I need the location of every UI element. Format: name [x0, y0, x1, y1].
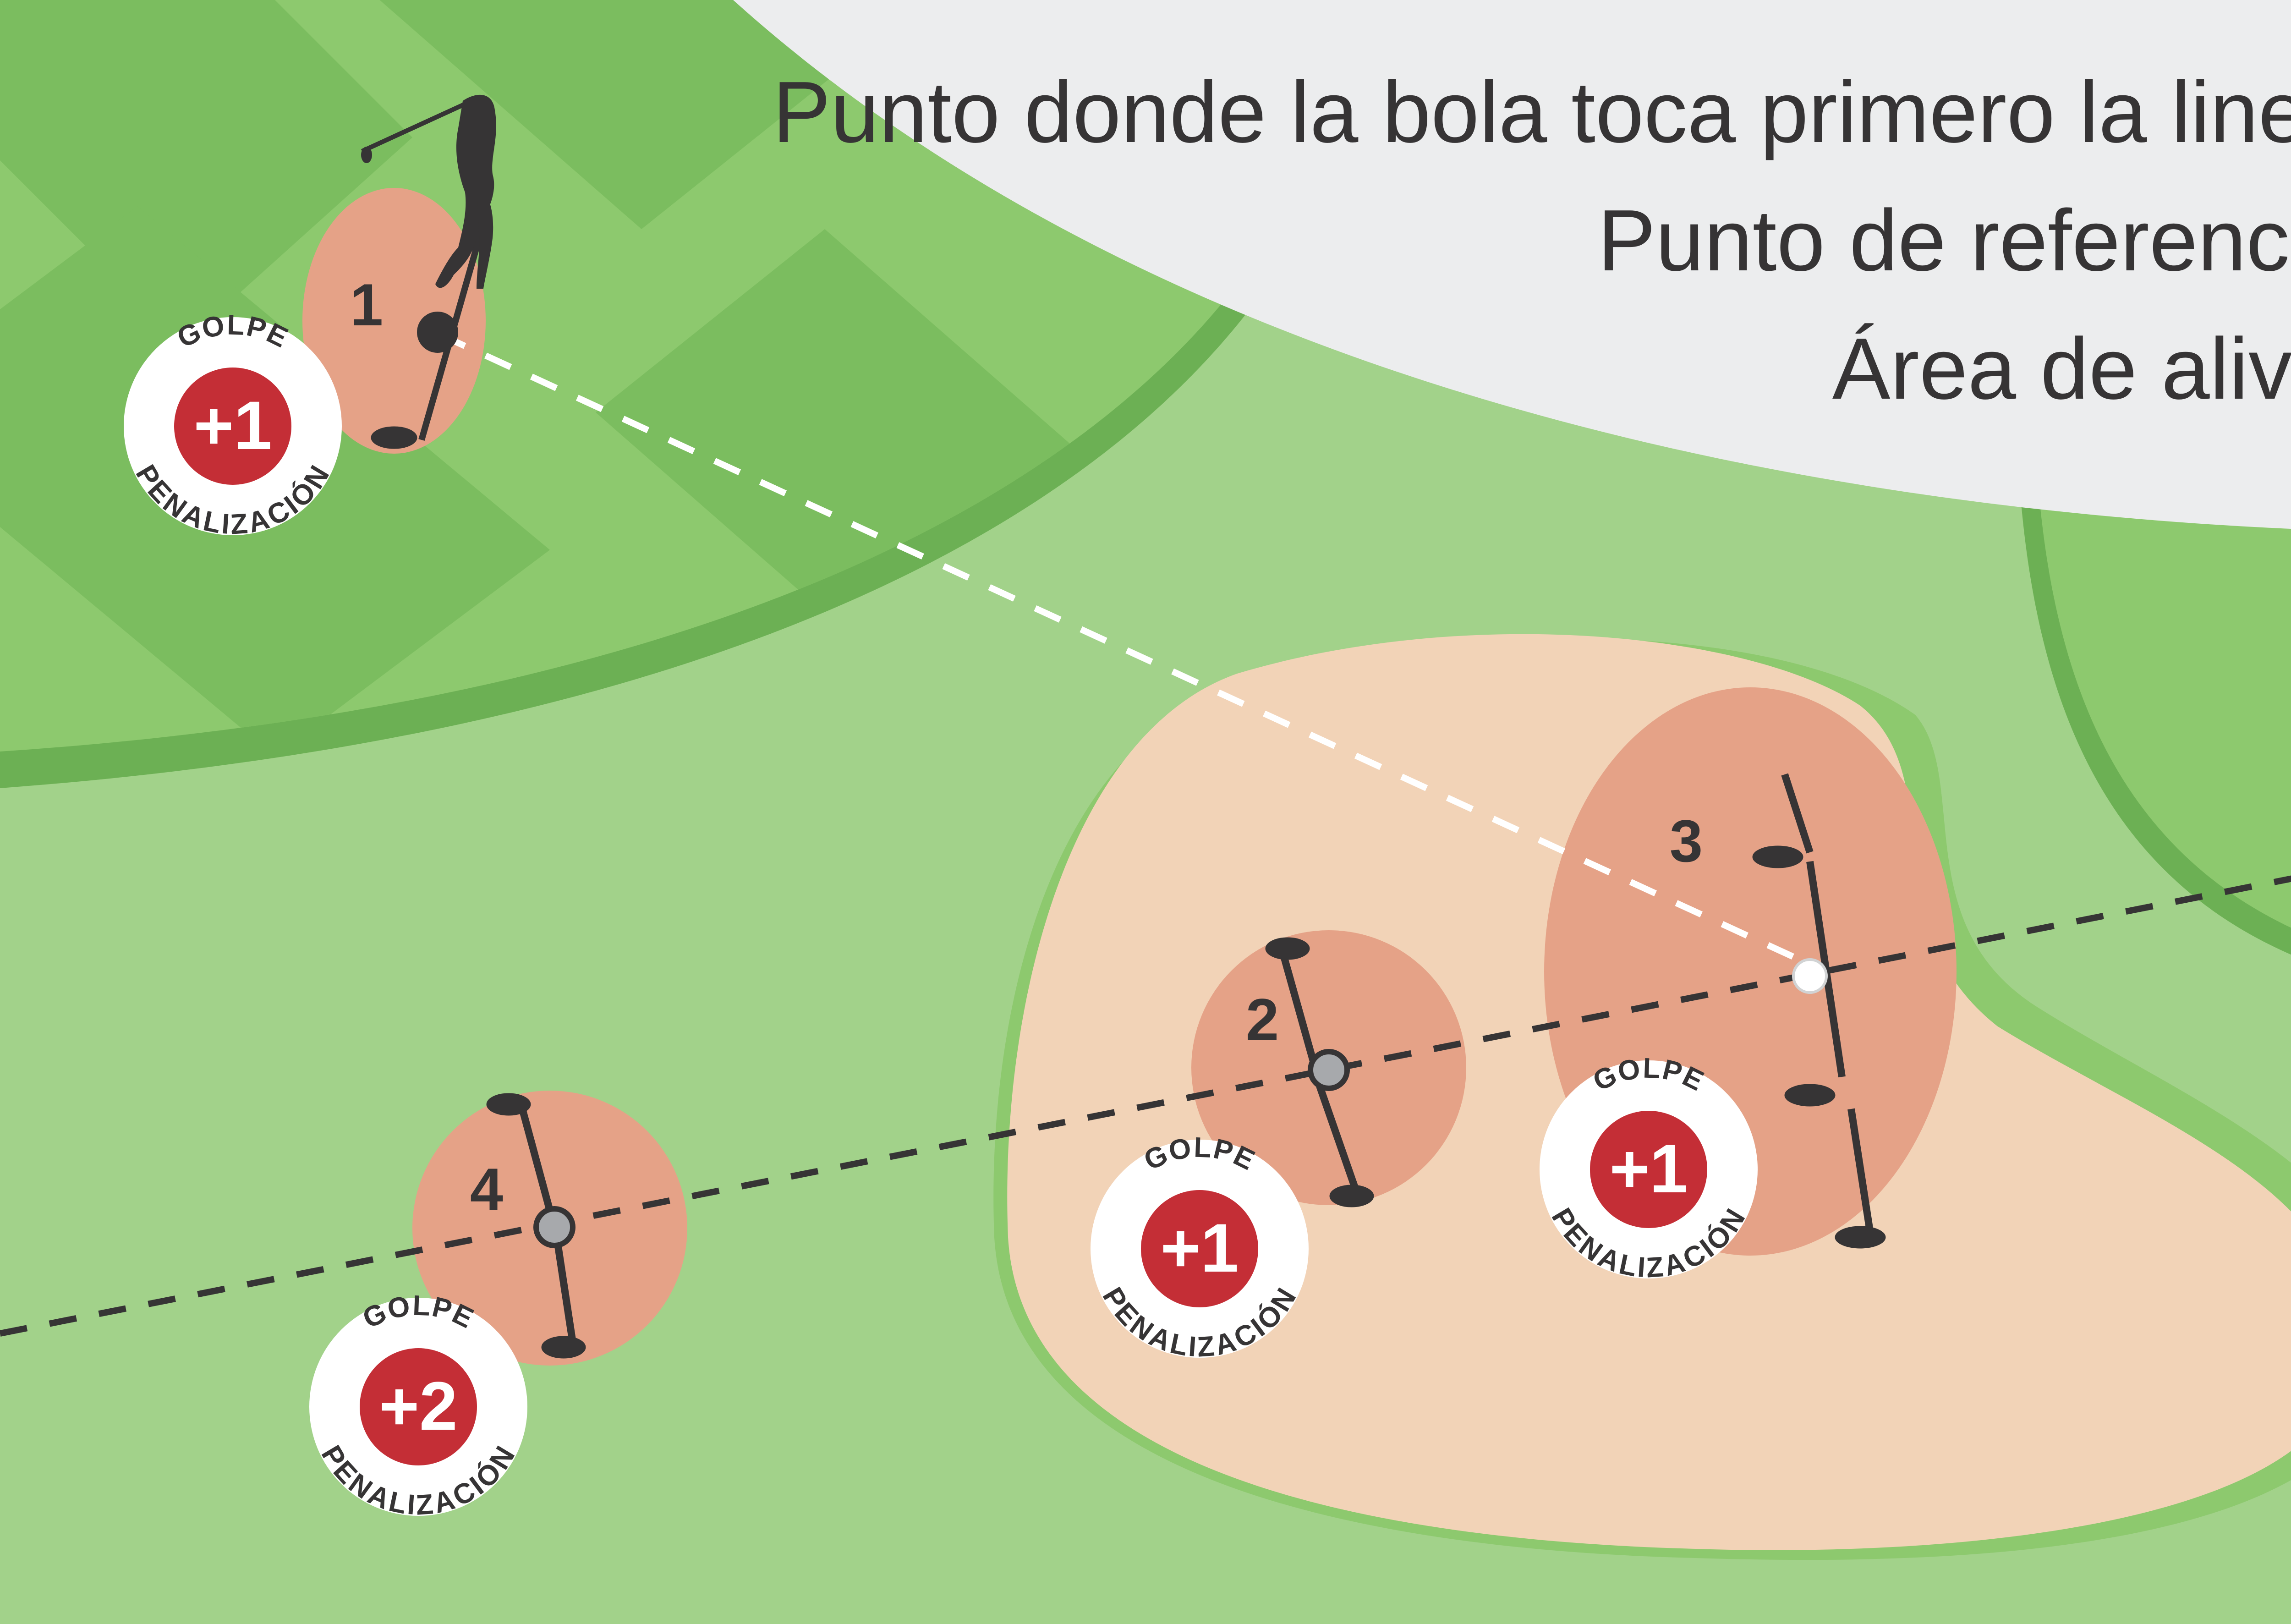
golf-ball-icon — [1792, 958, 1828, 994]
legend-panel: Punto donde la bola toca primero la line… — [733, 0, 2291, 529]
legend-item-first-contact: Punto donde la bola toca primero la line… — [773, 64, 2291, 161]
legend-label: Área de alivio — [1832, 320, 2291, 417]
option-number-2: 2 — [1246, 986, 1279, 1053]
badge-value: +1 — [1609, 1130, 1688, 1207]
badge-value: +1 — [193, 387, 272, 464]
badge-value: +2 — [379, 1367, 457, 1444]
option-number-3: 3 — [1670, 807, 1703, 874]
first-contact-point-4 — [533, 1206, 575, 1248]
golfer-silhouette-icon — [361, 94, 496, 289]
penalty-badge-4: GOLPE +2 PENALIZACIÓN — [309, 1289, 527, 1521]
option-number-1: 1 — [350, 271, 383, 338]
option-number-4: 4 — [470, 1156, 503, 1223]
penalty-badge-2: GOLPE +1 PENALIZACIÓN — [1091, 1131, 1309, 1363]
club-measure-3 — [1752, 773, 1886, 1249]
putting-green — [2016, 412, 2291, 955]
badge-value: +1 — [1160, 1209, 1239, 1286]
legend-label: Punto donde la bola toca primero la line… — [773, 64, 2291, 161]
club-measure-2 — [1265, 937, 1374, 1207]
legend-label: Punto de referencia — [1598, 192, 2291, 289]
legend-item-relief-area: Área de alivio — [1832, 320, 2291, 417]
reference-point-marker — [417, 312, 458, 353]
club-measure-4 — [486, 1093, 586, 1359]
first-contact-point-2 — [1308, 1049, 1350, 1091]
flag-reference-line — [0, 875, 2291, 1337]
legend-item-reference-point: Punto de referencia — [1598, 192, 2291, 289]
penalty-badge-3: GOLPE +1 PENALIZACIÓN — [1540, 1052, 1758, 1284]
